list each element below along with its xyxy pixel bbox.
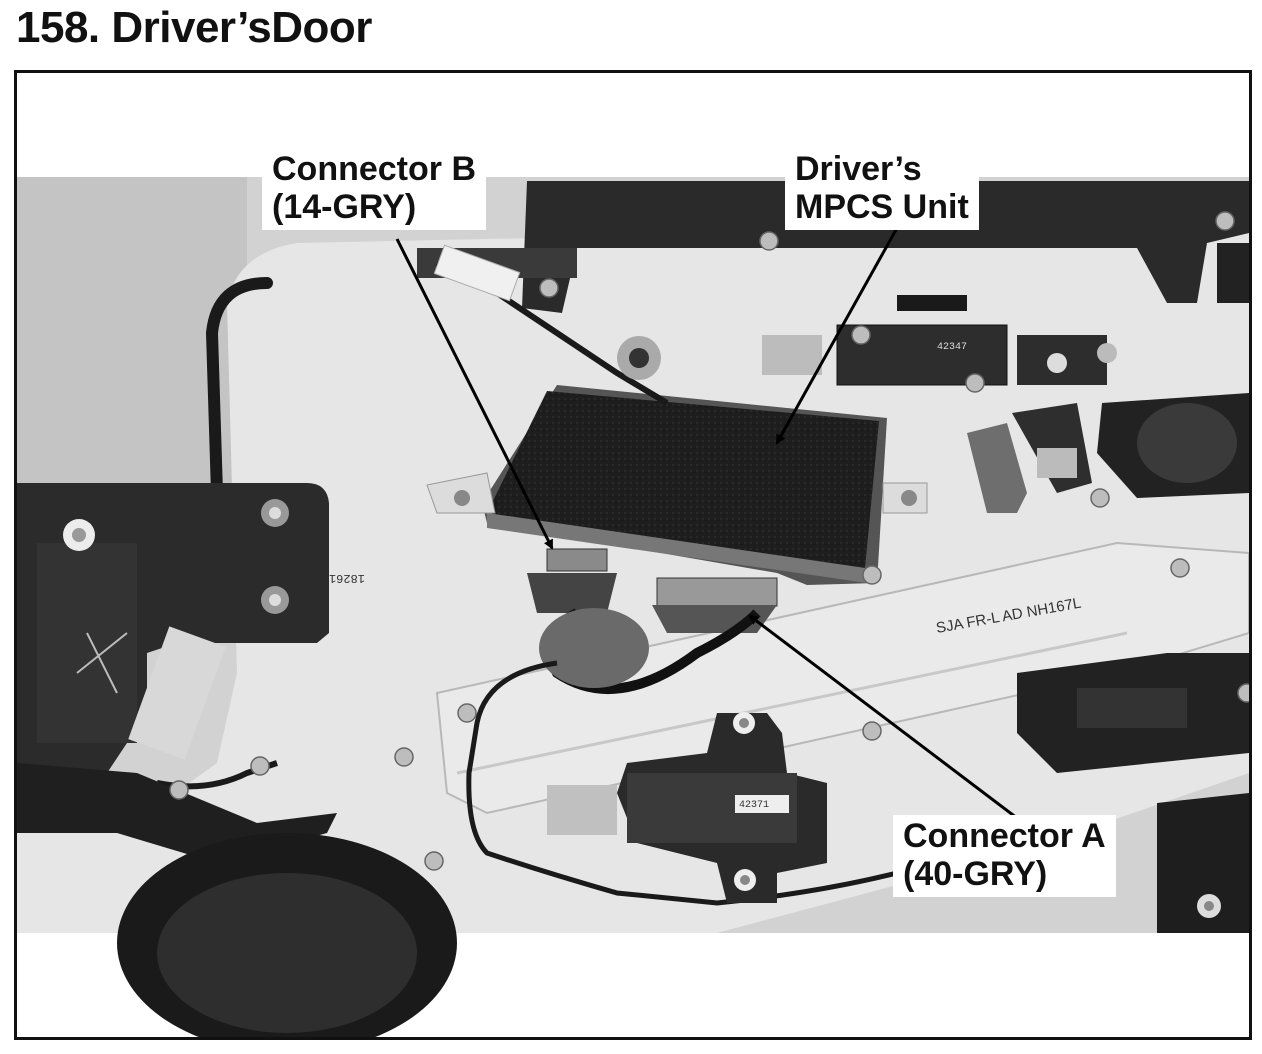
page-title: 158. Driver’sDoor — [16, 3, 372, 52]
part-code-2: 42371 — [739, 800, 769, 811]
mpcs-unit — [426, 385, 928, 585]
callout-connector-b-line1: Connector B — [272, 150, 476, 188]
callout-mpcs-unit-line1: Driver’s — [795, 150, 922, 188]
lower-switch-module — [547, 712, 827, 903]
arrow-connector-b — [395, 238, 554, 550]
callout-connector-b-line2: (14-GRY) — [272, 188, 417, 226]
callout-connector-a: Connector A (40-GRY) — [893, 815, 1116, 897]
callout-connector-b: Connector B (14-GRY) — [262, 148, 486, 230]
leader-arrows — [395, 227, 1018, 820]
photo-area: SJA FR-L AD NH167L 42347 42371 18261 — [17, 177, 1249, 1037]
part-code-1: 42347 — [937, 342, 967, 353]
callout-mpcs-unit-line2: MPCS Unit — [795, 188, 969, 226]
figure-frame: SJA FR-L AD NH167L 42347 42371 18261 Con… — [14, 70, 1252, 1040]
callout-mpcs-unit: Driver’s MPCS Unit — [785, 148, 979, 230]
callout-connector-a-line2: (40-GRY) — [903, 855, 1048, 893]
part-code-3: 18261 — [329, 571, 365, 585]
arrow-mpcs-unit — [775, 227, 899, 445]
connector-a — [652, 577, 778, 633]
door-panel-photo: SJA FR-L AD NH167L 42347 42371 18261 — [17, 73, 1249, 1037]
callout-connector-a-line1: Connector A — [903, 817, 1106, 855]
arrow-connector-a — [748, 614, 1018, 820]
connector-b — [527, 548, 617, 613]
